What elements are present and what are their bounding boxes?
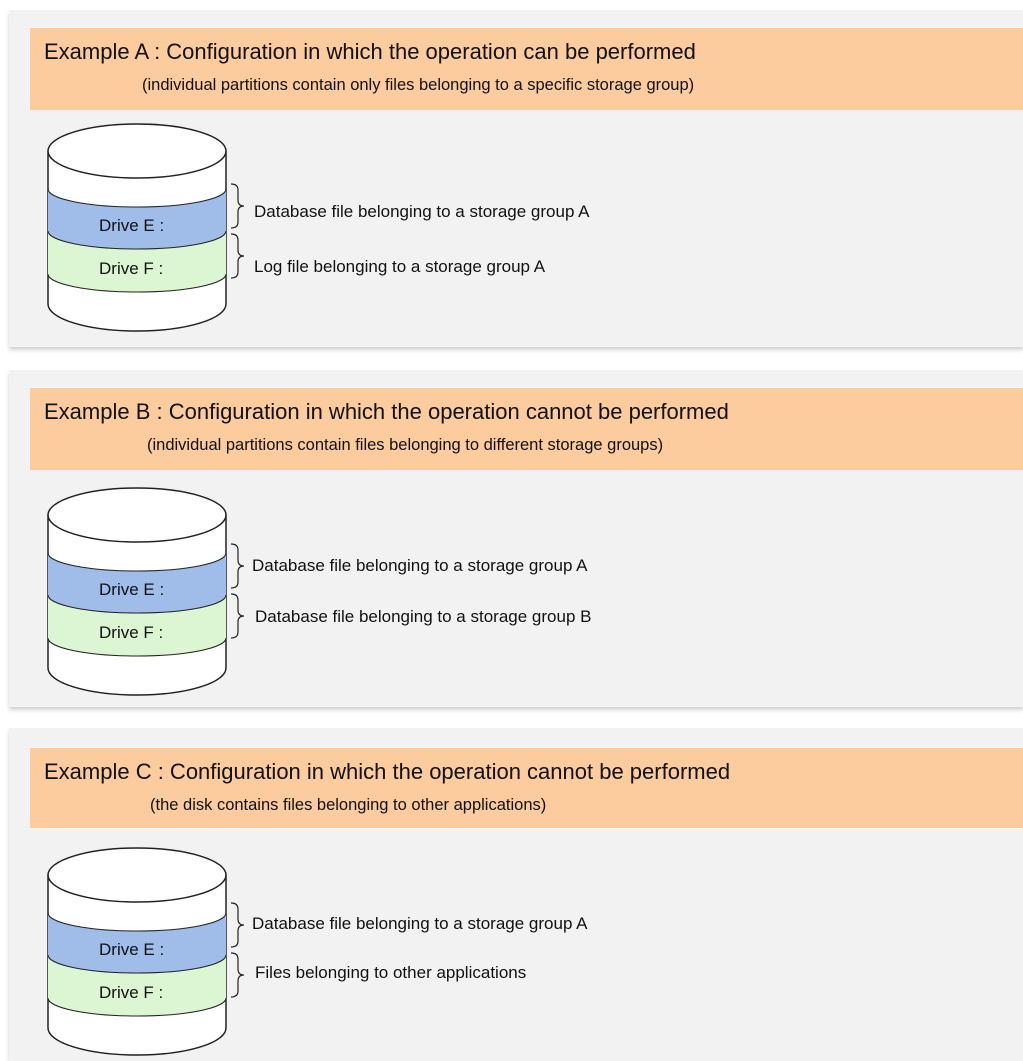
example-b-subtitle: (individual partitions contain files bel… bbox=[147, 436, 664, 454]
drive-e-partition bbox=[48, 553, 226, 613]
example-b-disk-icon: Drive E : Drive F : bbox=[47, 487, 227, 696]
drive-f-description: Database file belonging to a storage gro… bbox=[255, 607, 592, 626]
example-c-panel: Example C : Configuration in which the o… bbox=[9, 728, 1023, 1061]
drive-f-description: Log file belonging to a storage group A bbox=[254, 257, 546, 276]
example-b-title: Example B : Configuration in which the o… bbox=[44, 399, 729, 424]
drive-e-label: Drive E : bbox=[99, 580, 164, 599]
example-c-title: Example C : Configuration in which the o… bbox=[44, 759, 731, 784]
drive-f-partition bbox=[48, 595, 226, 656]
example-a-panel: Example A : Configuration in which the o… bbox=[9, 10, 1023, 347]
drive-e-partition bbox=[48, 913, 226, 973]
example-c-disk-icon: Drive E : Drive F : bbox=[47, 847, 227, 1056]
example-c-subtitle: (the disk contains files belonging to ot… bbox=[150, 796, 547, 814]
brace-icon bbox=[230, 543, 245, 639]
drive-e-label: Drive E : bbox=[99, 216, 164, 235]
brace-icon bbox=[230, 183, 245, 279]
drive-e-label: Drive E : bbox=[99, 940, 164, 959]
drive-f-partition bbox=[48, 955, 226, 1016]
example-a-disk-icon: Drive E : Drive F : bbox=[47, 123, 227, 332]
brace-icon bbox=[230, 902, 245, 998]
example-b-header: Example B : Configuration in which the o… bbox=[30, 388, 1023, 470]
drive-e-description: Database file belonging to a storage gro… bbox=[252, 556, 588, 575]
drive-f-label: Drive F : bbox=[99, 983, 163, 1002]
drive-f-label: Drive F : bbox=[99, 623, 163, 642]
example-a-header: Example A : Configuration in which the o… bbox=[30, 28, 1023, 110]
example-a-title: Example A : Configuration in which the o… bbox=[44, 39, 696, 64]
drive-f-description: Files belonging to other applications bbox=[255, 963, 527, 982]
example-c-header: Example C : Configuration in which the o… bbox=[30, 748, 1023, 828]
drive-f-label: Drive F : bbox=[99, 259, 163, 278]
example-a-subtitle: (individual partitions contain only file… bbox=[142, 76, 695, 94]
example-b-panel: Example B : Configuration in which the o… bbox=[9, 370, 1023, 707]
drive-e-partition bbox=[48, 189, 226, 249]
drive-e-description: Database file belonging to a storage gro… bbox=[254, 202, 590, 221]
drive-e-description: Database file belonging to a storage gro… bbox=[252, 914, 588, 933]
drive-f-partition bbox=[48, 231, 226, 292]
